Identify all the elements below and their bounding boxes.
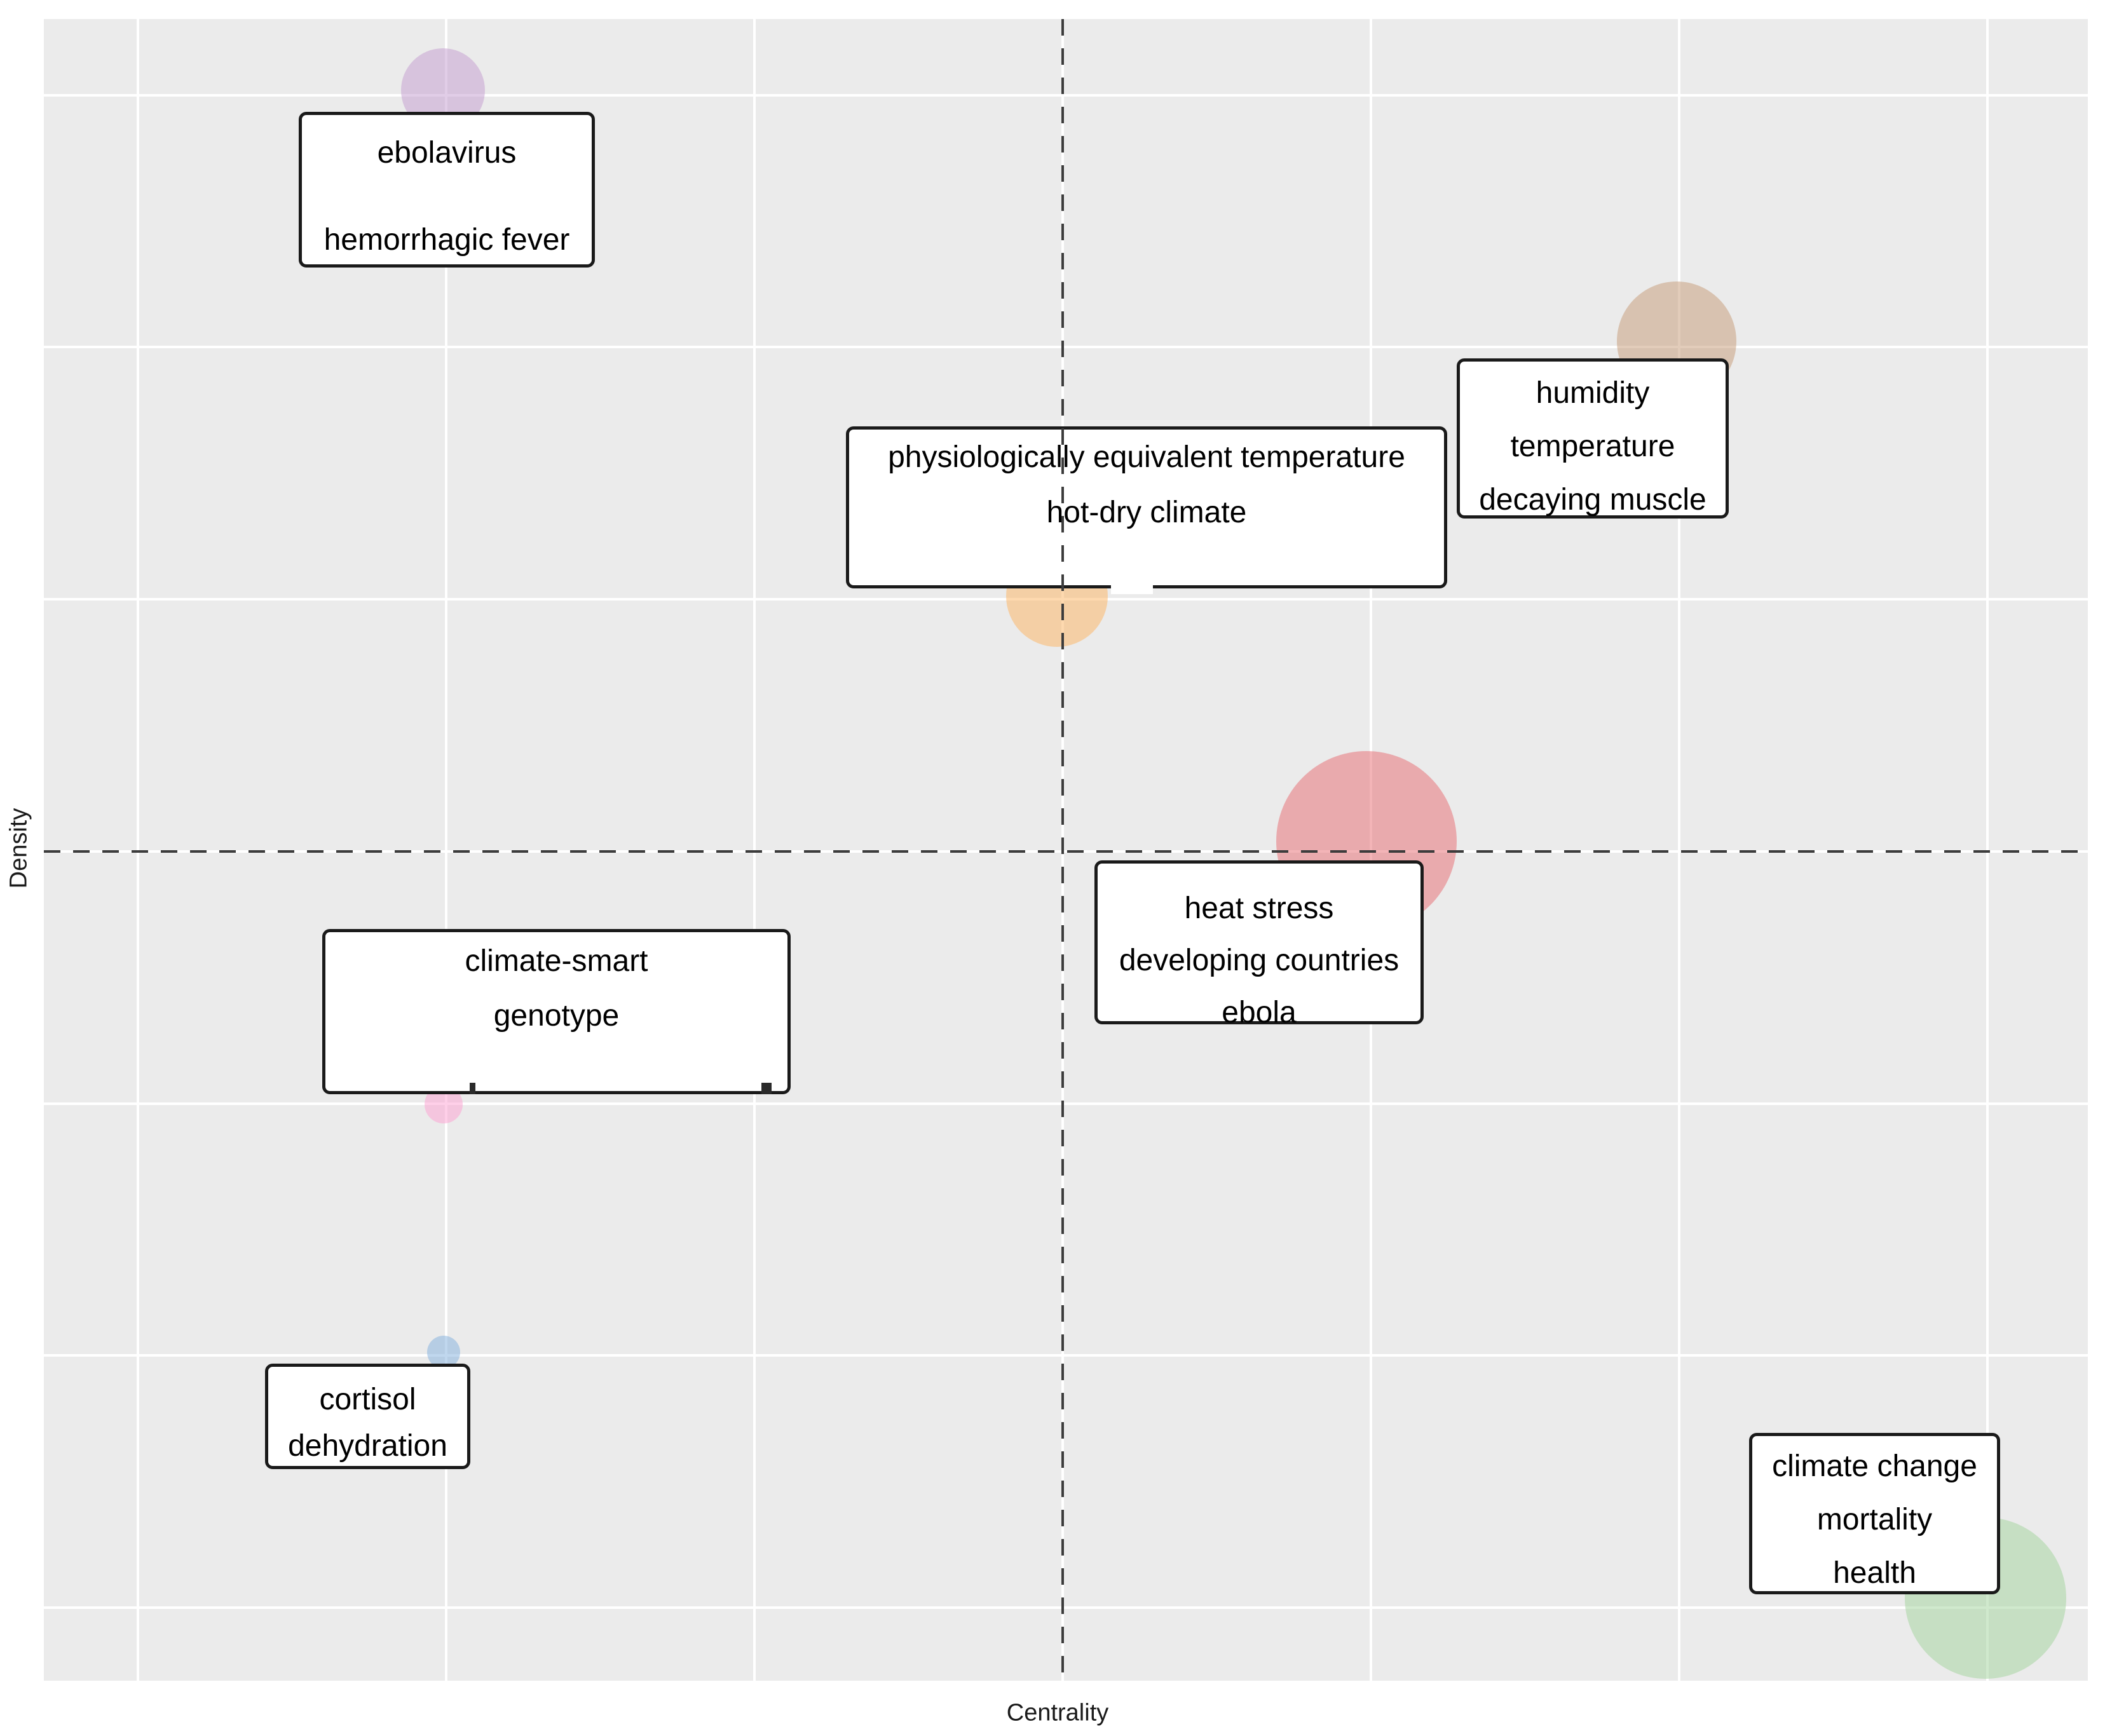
crosshair-vertical-dashed-line: [1061, 19, 1064, 1681]
cluster-label-line: cortisol: [319, 1383, 416, 1416]
cluster-label-line: health: [1833, 1556, 1916, 1590]
cluster-label-line: [302, 177, 592, 216]
cluster-label-box: heat stress developing countries ebola: [1094, 860, 1424, 1029]
gridline-vertical: [137, 19, 139, 1681]
cluster-label-line: genotype: [493, 999, 620, 1033]
cluster-label-line: dehydration: [288, 1429, 447, 1463]
cluster-label-line: heat stress: [1184, 892, 1334, 925]
cluster-label-box: humidity temperature decaying muscle: [1457, 358, 1729, 519]
hidden-label-mark: [470, 1083, 475, 1094]
cluster-label-line: hot-dry climate: [1046, 496, 1247, 529]
cluster-bubble: [427, 1336, 460, 1369]
cluster-label-line: developing countries: [1119, 944, 1400, 977]
gridline-vertical: [1678, 19, 1680, 1681]
cluster-label-line: mortality: [1816, 1503, 1933, 1536]
cluster-label-line: ebola: [1222, 996, 1297, 1029]
gridline-horizontal: [44, 1102, 2088, 1105]
x-axis-label: Centrality: [1006, 1699, 1109, 1726]
hidden-label-mark: [761, 1083, 772, 1094]
gridline-horizontal: [44, 1606, 2088, 1609]
plot-panel: ebolavirus hemorrhagic fever physiological…: [44, 19, 2088, 1681]
cluster-label-box: cortisol dehydration: [265, 1364, 470, 1469]
cluster-label-line: physiologically equivalent temperature: [888, 440, 1405, 474]
gridline-vertical: [753, 19, 756, 1681]
gridline-horizontal: [44, 1354, 2088, 1357]
gridline-vertical: [1986, 19, 1989, 1681]
gridline-vertical: [445, 19, 447, 1681]
cluster-label-line: climate change: [1772, 1449, 1977, 1483]
cluster-label-line: decaying muscle: [1479, 483, 1706, 517]
box-border-gap: [1111, 583, 1153, 594]
cluster-label-line: climate-smart: [465, 944, 648, 978]
crosshair-horizontal-dashed-line: [44, 850, 2088, 853]
cluster-label-box: climate change mortality health: [1749, 1433, 2000, 1594]
cluster-label-box: ebolavirus hemorrhagic fever: [299, 112, 595, 268]
y-axis-label: Density: [5, 808, 32, 889]
gridline-horizontal: [44, 94, 2088, 97]
cluster-label-line: temperature: [1510, 430, 1675, 463]
cluster-label-box: physiologically equivalent temperature ho…: [846, 426, 1447, 588]
gridline-horizontal: [44, 346, 2088, 348]
cluster-label-line: hemorrhagic fever: [324, 223, 570, 257]
cluster-label-line: ebolavirus: [377, 136, 517, 170]
cluster-label-box: climate-smart genotype: [322, 929, 791, 1094]
cluster-label-line: humidity: [1536, 376, 1650, 410]
